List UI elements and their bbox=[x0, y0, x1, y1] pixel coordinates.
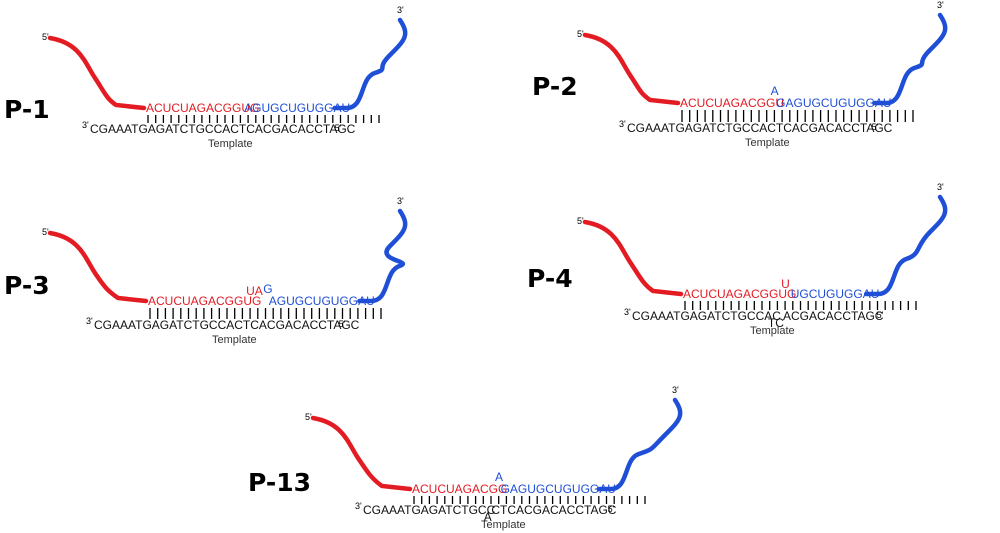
panel-label: P-1 bbox=[4, 95, 50, 124]
five-prime-label: 5' bbox=[42, 227, 49, 237]
template-sequence-right: CTCACGACACCTAGC bbox=[491, 503, 616, 517]
template-sequence-right: ACGACACCTAGC bbox=[783, 309, 884, 323]
template-three-prime: 3' bbox=[619, 119, 626, 129]
blue-backbone bbox=[357, 208, 408, 304]
blue-insert: A bbox=[495, 470, 503, 484]
template-five-prime: 5' bbox=[339, 319, 346, 329]
template-five-prime: 5' bbox=[335, 123, 342, 133]
template-three-prime: 3' bbox=[355, 501, 362, 511]
template-sequence: CGAAATGAGATCTGCCACTCACGACACCTAGC bbox=[627, 121, 893, 135]
blue-primer-sequence: AGUGCUGUGGAU bbox=[269, 294, 375, 308]
template-three-prime: 3' bbox=[624, 307, 631, 317]
red-primer-sequence: ACUCUAGACGGU bbox=[680, 96, 784, 110]
blue-backbone bbox=[872, 12, 948, 106]
three-prime-label: 3' bbox=[937, 182, 944, 192]
template-label: Template bbox=[481, 519, 526, 531]
template-sequence: CGAAATGAGATCTGCCACTCACGACACCTAGC bbox=[94, 318, 360, 332]
red-backbone bbox=[47, 35, 147, 111]
template-label: Template bbox=[208, 138, 253, 150]
three-prime-label: 3' bbox=[397, 5, 404, 15]
red-primer-sequence: ACUCUAGACGG bbox=[412, 482, 507, 496]
blue-backbone bbox=[863, 194, 948, 297]
template-label: Template bbox=[750, 325, 795, 337]
red-primer-sequence: ACUCUAGACGGUG bbox=[683, 287, 796, 301]
template-five-prime: 5' bbox=[877, 310, 884, 320]
blue-backbone bbox=[332, 17, 408, 111]
panel-p-2: P-25'ACUCUAGACGGUAGAGUGCUGUGGAU3'3'CGAAA… bbox=[532, 0, 948, 149]
red-primer-sequence: ACUCUAGACGGUG bbox=[146, 101, 259, 115]
red-insert: UA bbox=[246, 284, 263, 298]
template-bulge: TC bbox=[768, 316, 784, 330]
red-backbone bbox=[582, 219, 684, 297]
panel-p-4: P-45'ACUCUAGACGGUGUUGCUGUGGAU3'3'CGAAATG… bbox=[527, 182, 948, 337]
template-label: Template bbox=[212, 334, 257, 346]
blue-insert: G bbox=[263, 282, 272, 296]
template-sequence: CGAAATGAGATCTGCCACTCACGACACCTAGC bbox=[90, 122, 356, 136]
panel-label: P-2 bbox=[532, 72, 578, 101]
three-prime-label: 3' bbox=[672, 385, 679, 395]
five-prime-label: 5' bbox=[577, 216, 584, 226]
template-sequence: CGAAATGAGATCTGCCAC bbox=[632, 309, 781, 323]
red-backbone bbox=[582, 32, 681, 106]
template-three-prime: 3' bbox=[86, 316, 93, 326]
three-prime-label: 3' bbox=[397, 196, 404, 206]
blue-primer-sequence: AGUGCUGUGGAU bbox=[244, 101, 350, 115]
five-prime-label: 5' bbox=[305, 412, 312, 422]
template-five-prime: 5' bbox=[608, 504, 615, 514]
blue-backbone bbox=[596, 397, 683, 492]
red-insert: U bbox=[781, 277, 790, 291]
panel-label: P-4 bbox=[527, 264, 573, 293]
five-prime-label: 5' bbox=[42, 32, 49, 42]
five-prime-label: 5' bbox=[577, 29, 584, 39]
blue-insert: A bbox=[771, 84, 779, 98]
template-five-prime: 5' bbox=[872, 122, 879, 132]
blue-primer-sequence: UGCUGUGGAU bbox=[791, 287, 880, 301]
template-label: Template bbox=[745, 137, 790, 149]
red-backbone bbox=[310, 415, 413, 492]
red-backbone bbox=[47, 230, 149, 304]
template-sequence: CGAAATGAGATCTGCC bbox=[363, 503, 496, 517]
red-primer-sequence: ACUCUAGACGGUG bbox=[148, 294, 261, 308]
three-prime-label: 3' bbox=[937, 0, 944, 10]
panel-p-1: P-15'ACUCUAGACGGUGAGUGCUGUGGAU3'3'CGAAAT… bbox=[4, 5, 408, 150]
template-three-prime: 3' bbox=[82, 120, 89, 130]
blue-primer-sequence: GAGUGCUGUGGAU bbox=[776, 96, 891, 110]
blue-primer-sequence: GAGUGCUGUGGAU bbox=[501, 482, 616, 496]
template-bulge: A bbox=[484, 510, 492, 524]
panel-label: P-13 bbox=[248, 468, 311, 497]
panel-label: P-3 bbox=[4, 271, 50, 300]
panel-p-13: P-135'ACUCUAGACGGAGAGUGCUGUGGAU3'3'CGAAA… bbox=[248, 385, 683, 531]
